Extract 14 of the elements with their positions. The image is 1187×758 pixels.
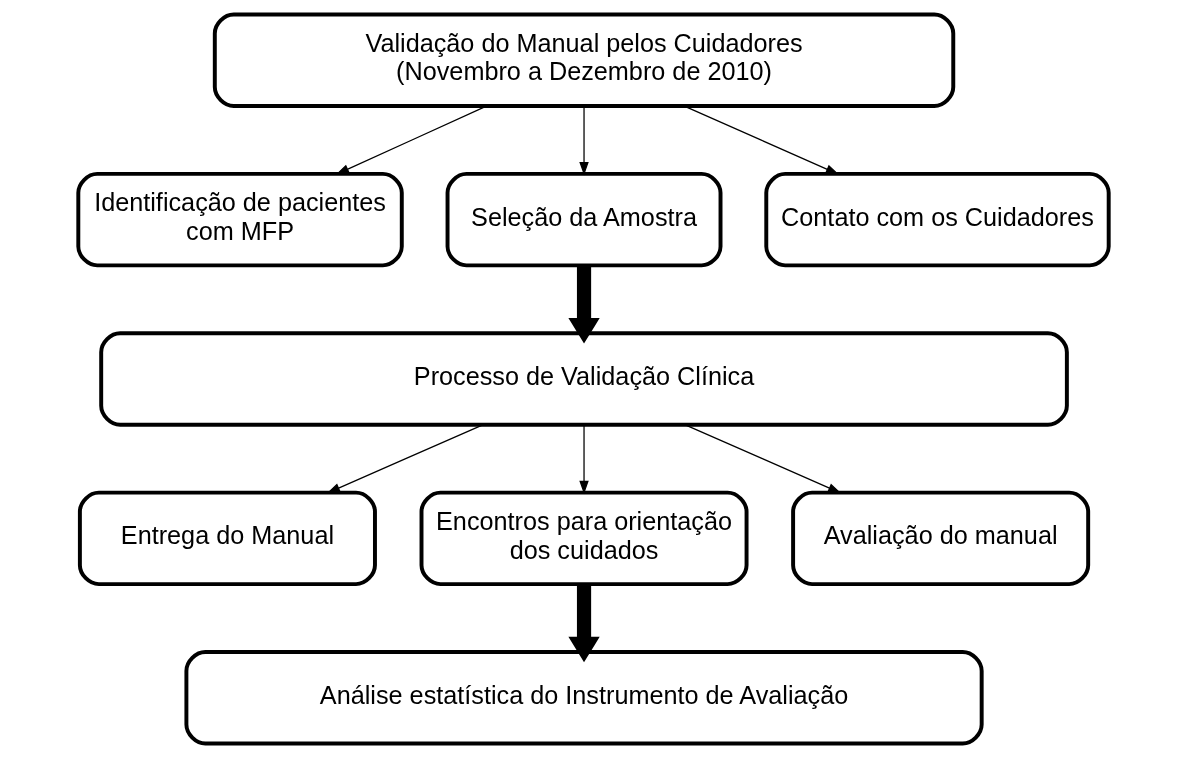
node-box: Processo de Validação Clínica — [99, 331, 1069, 427]
arrow — [326, 424, 484, 494]
node-box: Validação do Manual pelos Cuidadores (Novembro a Dezembro de 2010) — [212, 12, 956, 108]
arrow — [568, 584, 600, 663]
node-box: Seleção da Amostra — [445, 171, 723, 268]
node-box: Encontros para orientação dos cuidados — [419, 490, 749, 587]
arrow — [335, 105, 487, 175]
node-box: Identificação de pacientes com MFP — [76, 171, 404, 268]
node-box: Análise estatística do Instrumento de Avaliação — [184, 650, 984, 746]
node-box: Entrega do Manual — [77, 490, 377, 587]
node-box: Contato com os Cuidadores — [764, 171, 1111, 268]
arrow — [568, 265, 600, 344]
arrow — [684, 424, 842, 494]
node-box: Avaliação do manual — [791, 490, 1091, 587]
